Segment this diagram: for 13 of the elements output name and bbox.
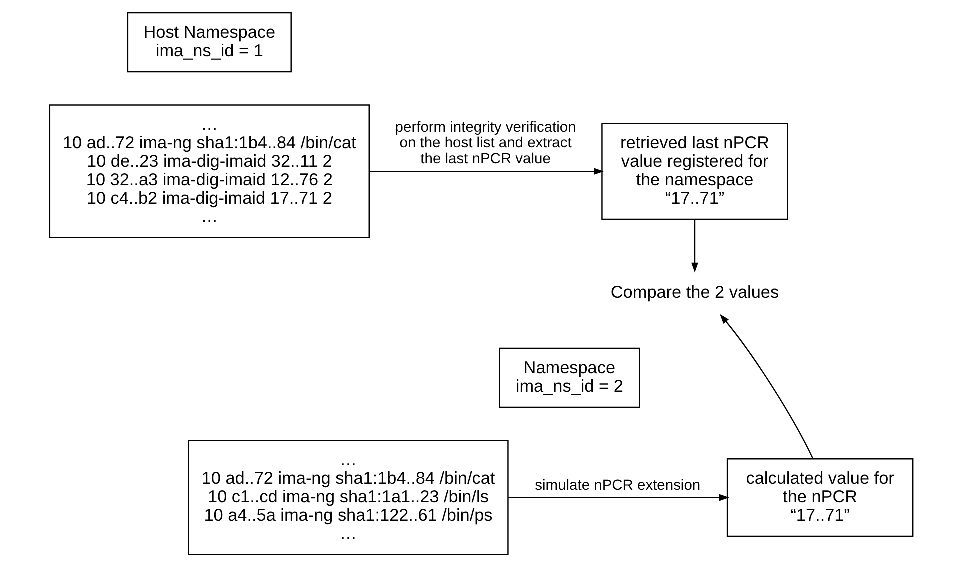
node-box: calculated value for the nPCR “17..71” xyxy=(726,458,914,538)
arrow xyxy=(692,220,698,273)
arrow xyxy=(508,494,730,502)
node-box: Host Namespace ima_ns_id = 1 xyxy=(127,12,292,73)
node-text: Compare the 2 values xyxy=(610,282,780,302)
node-box: Namespace ima_ns_id = 2 xyxy=(499,348,640,408)
node-box: … 10 ad..72 ima-ng sha1:1b4..84 /bin/cat 10 de..23 ima-dig-imaid 32..11 2 10 32..a3 ima-dig-imaid 12..76 2 10 c4..b2 ima-dig-imaid 17..71 2 … xyxy=(49,104,370,239)
edge-label: perform integrity verification on the host list and extract the last nPCR value xyxy=(395,120,576,168)
arrow xyxy=(370,168,604,176)
node-box: retrieved last nPCR value registered for the namespace “17..71” xyxy=(602,123,788,220)
node-box: … 10 ad..72 ima-ng sha1:1b4..84 /bin/cat 10 c1..cd ima-ng sha1:1a1..23 /bin/ls 10 a4..5a ima-ng sha1:122..61 /bin/ps … xyxy=(188,440,509,556)
edge-label: simulate nPCR extension xyxy=(535,478,701,494)
arrow xyxy=(720,314,814,460)
